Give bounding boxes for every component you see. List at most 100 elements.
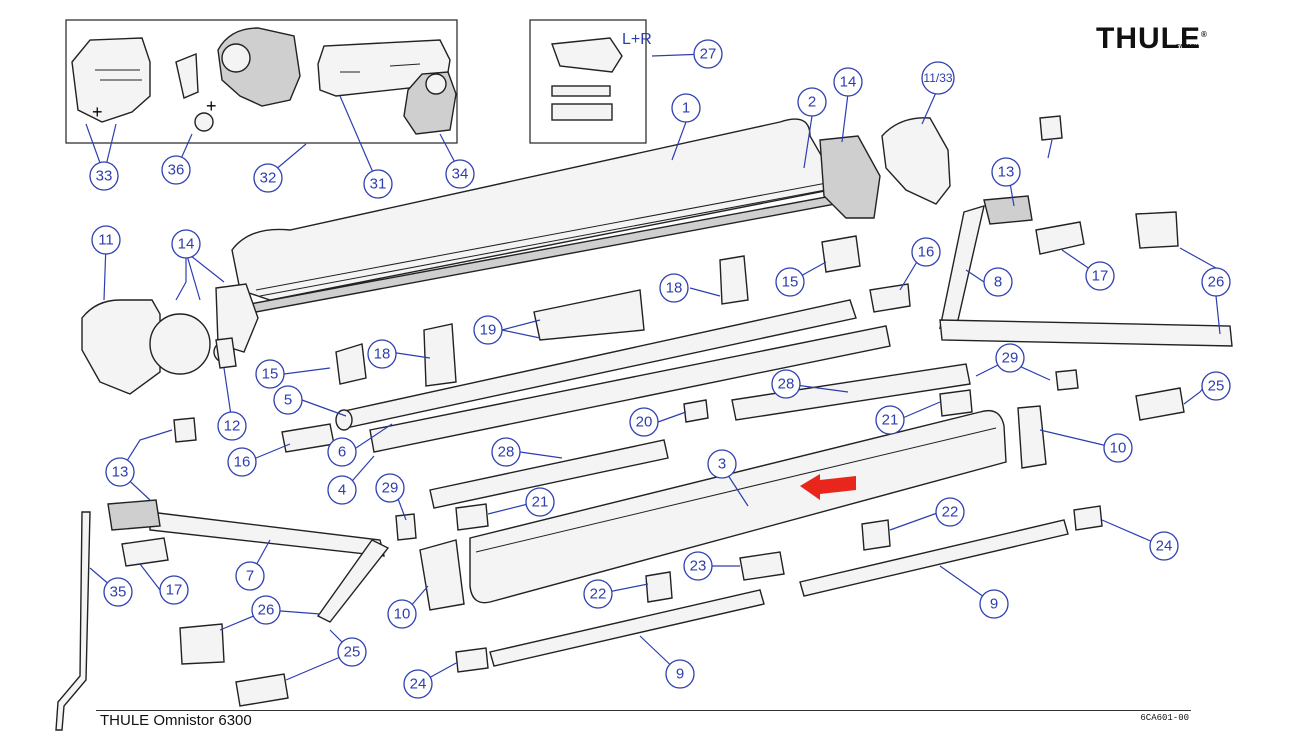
footer-title: THULE Omnistor 6300 <box>100 712 252 729</box>
clip-17-right <box>1035 221 1085 255</box>
callout-label: 5 <box>284 392 292 409</box>
clip-22-right <box>861 519 891 551</box>
callout-label: 31 <box>370 176 387 193</box>
callout-label: 20 <box>636 414 653 431</box>
callout-label: 17 <box>1092 268 1109 285</box>
callout: 17 <box>1085 261 1115 291</box>
callout: 16 <box>227 447 257 477</box>
callout-label: 13 <box>998 164 1015 181</box>
callout: 31 <box>363 169 393 199</box>
front-profile-part <box>369 325 891 453</box>
connector-13-right <box>1039 115 1063 141</box>
crank-handle-part <box>55 511 91 731</box>
plus-mark: + <box>206 96 217 116</box>
callout: 29 <box>375 473 405 503</box>
callout-label: 27 <box>700 46 717 63</box>
callout: 24 <box>1149 531 1179 561</box>
callout: 3 <box>707 449 737 479</box>
callout: 15 <box>255 359 285 389</box>
callout: 25 <box>1201 371 1231 401</box>
callout-label: 14 <box>840 74 857 91</box>
callout: 4 <box>327 475 357 505</box>
cassette-cover-part <box>231 118 848 313</box>
callout: 9 <box>979 589 1009 619</box>
brand-logo: THULE® <box>1096 20 1208 54</box>
callout: 36 <box>161 155 191 185</box>
callout: 35 <box>103 577 133 607</box>
bracket-kit-part <box>551 37 623 121</box>
wall-bracket-26-left <box>179 623 225 665</box>
callout-label: 29 <box>1002 350 1019 367</box>
callout: 18 <box>367 339 397 369</box>
callout: 24 <box>403 669 433 699</box>
callout-label: 18 <box>666 280 683 297</box>
callout-label: 14 <box>178 236 195 253</box>
callout-label: 8 <box>994 274 1002 291</box>
callout-label: 33 <box>96 168 113 185</box>
callout-label: 22 <box>590 586 607 603</box>
endcap-29-right <box>1055 369 1079 391</box>
callout: 11 <box>91 225 121 255</box>
callout: 8 <box>983 267 1013 297</box>
callout-label: 10 <box>1110 440 1127 457</box>
end-cap-cover-part <box>71 37 151 123</box>
hinge-23-part <box>739 551 785 581</box>
callout: 19 <box>473 315 503 345</box>
callout-label: 7 <box>246 568 254 585</box>
clip-17-left <box>121 537 169 567</box>
foot-24-left <box>455 647 489 673</box>
callout: 9 <box>665 659 695 689</box>
callout: 13 <box>105 457 135 487</box>
callout: 11/33 <box>921 61 955 95</box>
plus-mark: + <box>92 102 103 122</box>
callout: 34 <box>445 159 475 189</box>
callout-label: 16 <box>234 454 251 471</box>
callout: 23 <box>683 551 713 581</box>
callout: 10 <box>387 599 417 629</box>
clip-18-right <box>719 255 749 305</box>
callout-label: 21 <box>882 412 899 429</box>
callout-label: 34 <box>452 166 469 183</box>
callout-label: 22 <box>942 504 959 521</box>
callout: 27 <box>693 39 723 69</box>
callout-label: 13 <box>112 464 129 481</box>
foot-24-right <box>1073 505 1103 531</box>
callout-label: 24 <box>1156 538 1173 555</box>
callout-label: 28 <box>498 444 515 461</box>
callout-label: 3 <box>718 456 726 473</box>
callout: 10 <box>1103 433 1133 463</box>
callout-label: 25 <box>344 644 361 661</box>
connector-13-left <box>173 417 197 443</box>
right-end-cap-part <box>881 117 951 205</box>
clip-18-left <box>423 323 457 387</box>
callout: 33 <box>89 161 119 191</box>
callout: 25 <box>337 637 367 667</box>
callout: 15 <box>775 267 805 297</box>
callout-label: 24 <box>410 676 427 693</box>
front-rail-left-part <box>429 439 669 509</box>
callout-label: 15 <box>262 366 279 383</box>
block-21-right <box>939 389 973 417</box>
callout: 32 <box>253 163 283 193</box>
bracket-kit-box <box>529 19 647 144</box>
side-cover-10-left <box>419 539 465 611</box>
end-plug-16-left <box>281 423 335 453</box>
callout: 6 <box>327 437 357 467</box>
callout-label: 12 <box>224 418 241 435</box>
callout: 1 <box>671 93 701 123</box>
callout: 7 <box>235 561 265 591</box>
callout: 5 <box>273 385 303 415</box>
callout-label: 9 <box>990 596 998 613</box>
callout-label: 10 <box>394 606 411 623</box>
rail-19-part <box>533 289 645 341</box>
end-plug-16-right <box>869 283 911 313</box>
registered-mark: ® <box>1201 30 1208 39</box>
callout: 22 <box>583 579 613 609</box>
right-arm-part <box>939 195 1233 347</box>
callout-label: 19 <box>480 322 497 339</box>
callout-label: 18 <box>374 346 391 363</box>
brand-sub: SWEDEN <box>1176 44 1198 50</box>
side-cover-10-right <box>1017 405 1047 469</box>
callout-label: 21 <box>532 494 549 511</box>
